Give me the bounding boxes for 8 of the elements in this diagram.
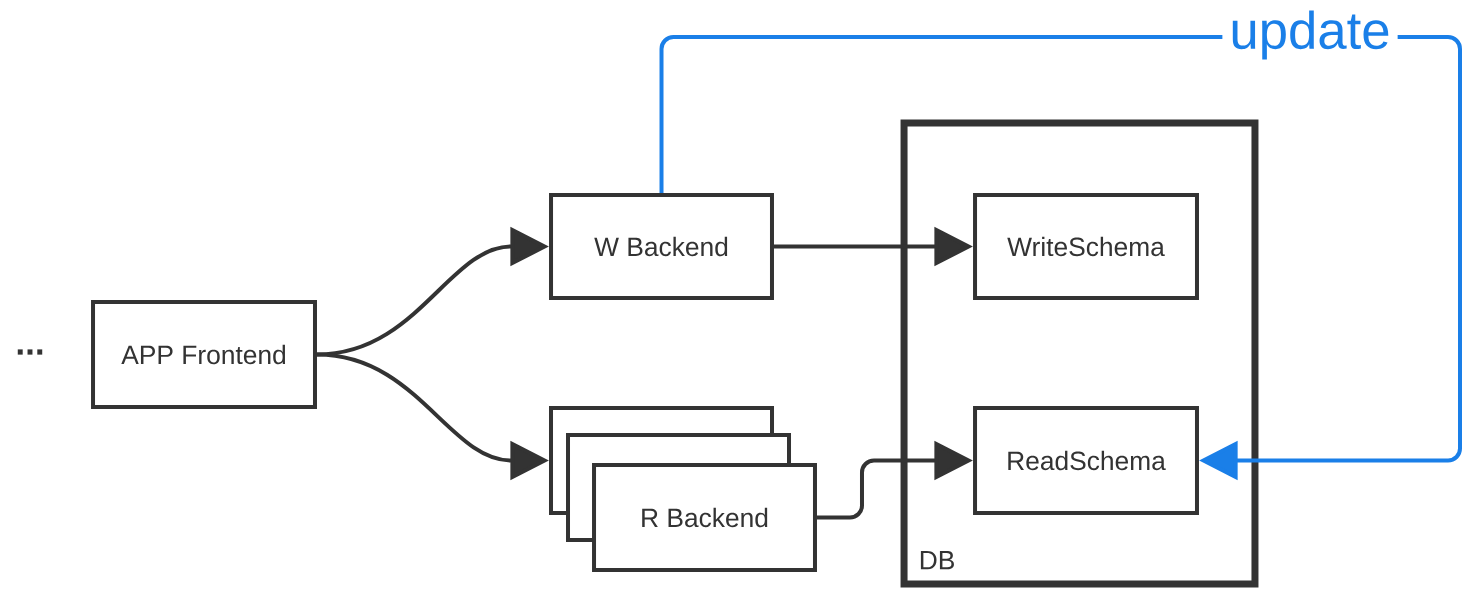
process-box: APP Frontend <box>91 300 317 409</box>
arrow <box>659 35 1462 481</box>
stacked-box: R Backend <box>549 406 817 572</box>
ellipsis: ... <box>17 349 43 355</box>
edge-label: update <box>1222 3 1398 67</box>
process-box: WriteSchema <box>973 193 1199 300</box>
process-box: W Backend <box>549 193 774 300</box>
process-box: ReadSchema <box>973 406 1199 515</box>
